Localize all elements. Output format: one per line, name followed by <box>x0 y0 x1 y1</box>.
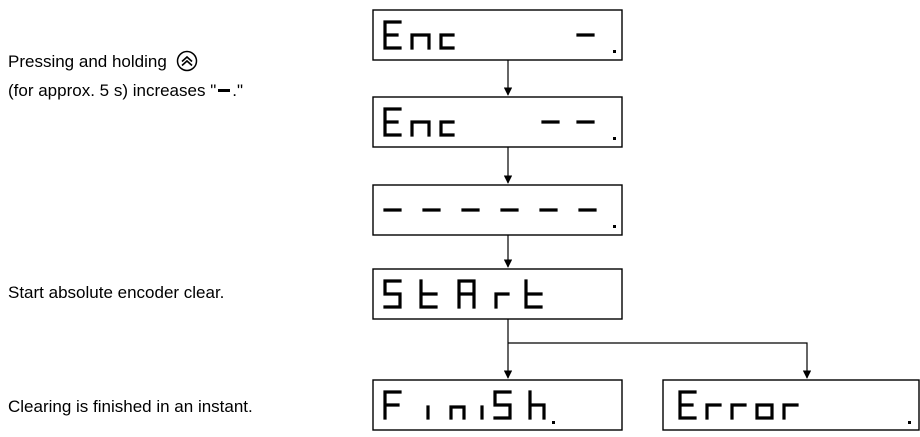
flow-arrows <box>503 60 812 379</box>
display-start-glyphs <box>383 279 543 309</box>
start-clear-label: Start absolute encoder clear. <box>8 283 225 302</box>
press-and-hold-text: Pressing and holding <box>8 52 167 71</box>
approx-prefix-text: (for approx. 5 s) increases " <box>8 81 217 100</box>
display-error-glyphs <box>678 390 911 424</box>
display-enc-1-glyphs <box>383 20 616 53</box>
press-and-hold-label: Pressing and holding <box>8 50 198 74</box>
arrow-start-to-error <box>508 342 812 379</box>
seven-segment-glyphs <box>383 20 911 424</box>
double-chevron-up-circle-icon <box>176 50 197 72</box>
display-enc-2-glyphs <box>383 107 616 140</box>
approx-duration-label: (for approx. 5 s) increases " ." <box>8 79 243 103</box>
dash-icon <box>218 89 231 92</box>
display-finish-glyphs <box>383 390 555 424</box>
finish-clear-label: Clearing is finished in an instant. <box>8 397 253 416</box>
approx-suffix-text: ." <box>232 81 243 100</box>
display-dashes-glyphs <box>383 208 616 228</box>
